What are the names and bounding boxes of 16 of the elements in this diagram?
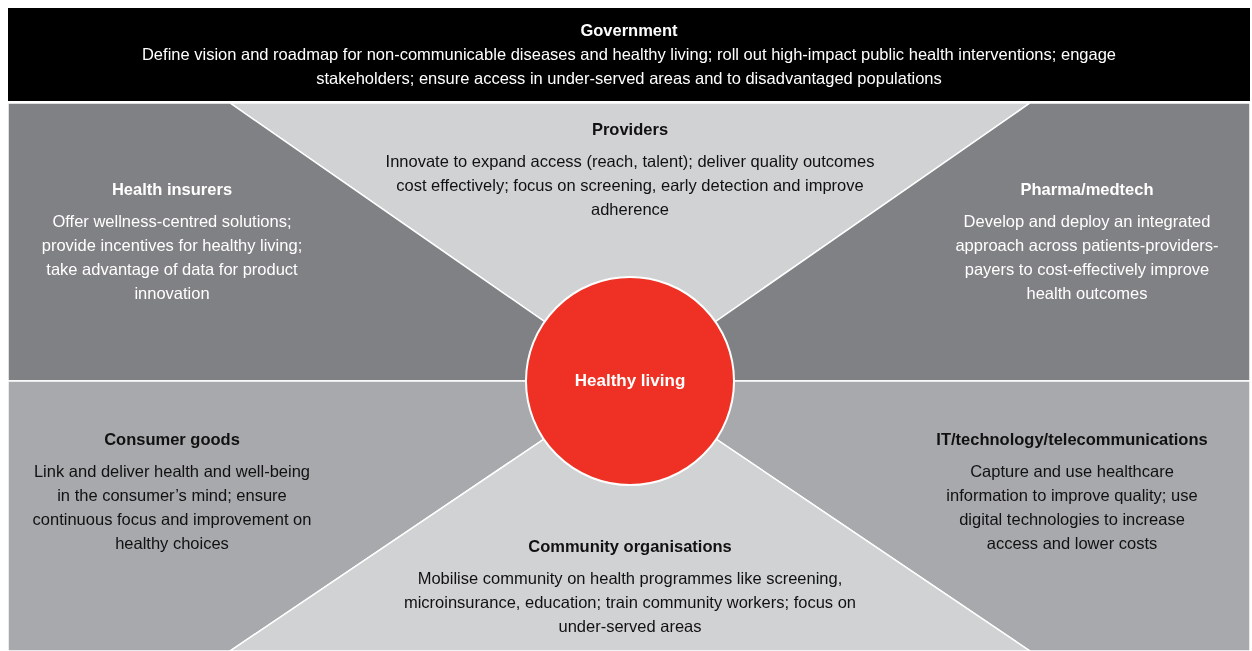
sector-heading: Providers <box>590 119 670 140</box>
sector-heading: Consumer goods <box>103 429 241 450</box>
sector-heading: Health insurers <box>110 179 234 200</box>
sector-description: Capture and use healthcare information to improve quality; use digital technologies to increase access and lower costs <box>945 461 1199 554</box>
banner-panel <box>8 8 1250 101</box>
sector-description: Offer wellness-centred solutions; provide incentives for healthy living; take advantage of data for product innovation <box>40 211 304 304</box>
sector-description: Mobilise community on health programmes like screening, microinsurance, education; train community workers; focus on under-served areas <box>402 568 858 637</box>
sector-description: Develop and deploy an integrated approach across patients-providers-payers to cost-effectively improve health outcomes <box>954 211 1220 304</box>
center-label: Healthy living <box>574 371 686 391</box>
sector-description: Innovate to expand access (reach, talent); deliver quality outcomes cost effectively; focus on screening, early detection and improve adherence <box>385 151 875 220</box>
sector-heading: Community organisations <box>527 536 733 557</box>
sector-heading: Pharma/medtech <box>1019 179 1155 200</box>
sector-description: Link and deliver health and well-being in the consumer’s mind; ensure continuous focus and improvement on healthy choices <box>31 461 313 554</box>
sector-heading: IT/technology/telecommunications <box>935 429 1209 450</box>
sector-heading: Government <box>579 20 679 41</box>
sector-description: Define vision and roadmap for non-communicable diseases and healthy living; roll out high-impact public health interventions; engage stakeholders; ensure access in under-served areas and to disadvantaged populations <box>140 44 1118 89</box>
